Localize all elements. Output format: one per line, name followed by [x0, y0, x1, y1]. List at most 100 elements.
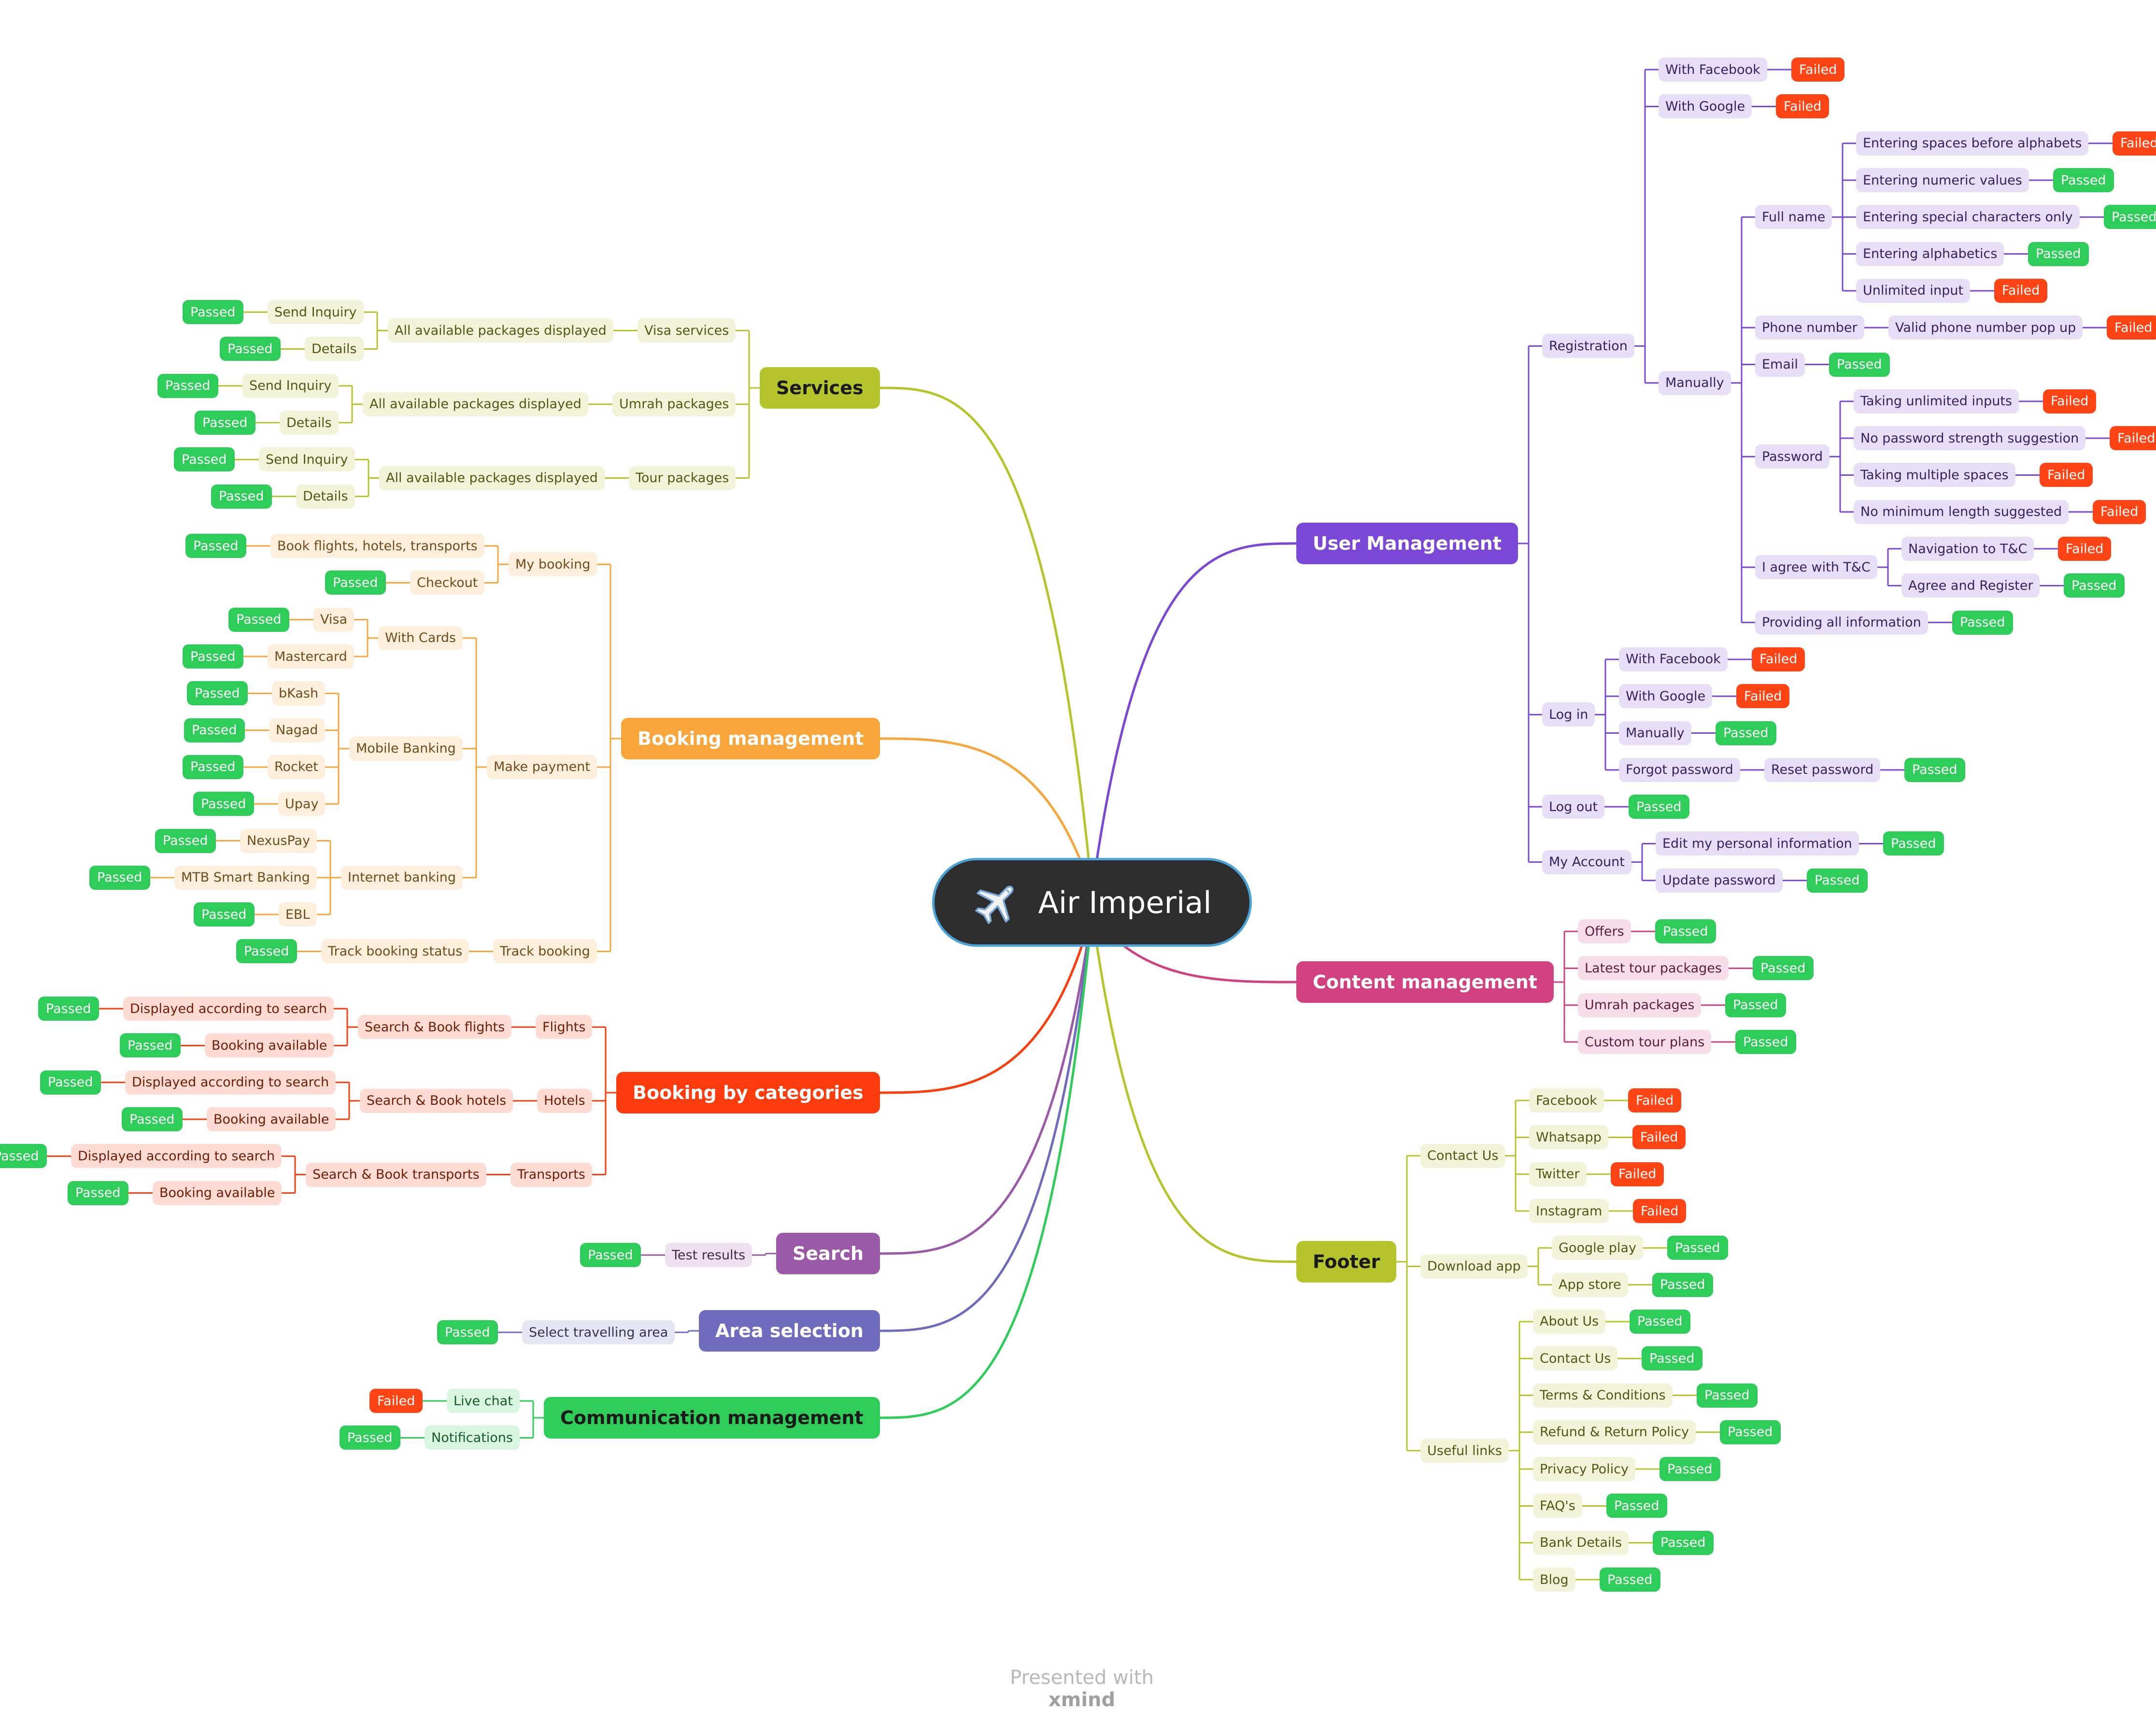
- topic-whatsapp[interactable]: Whatsapp: [1529, 1125, 1608, 1150]
- topic-my-booking[interactable]: My booking: [509, 552, 597, 577]
- topic-visa[interactable]: Visa: [313, 607, 354, 632]
- topic-ebl[interactable]: EBL: [279, 902, 317, 927]
- topic-providing-all-information[interactable]: Providing all information: [1755, 610, 1928, 635]
- topic-no-password-strength-suggestion[interactable]: No password strength suggestion: [1854, 426, 2086, 451]
- topic-mobile-banking[interactable]: Mobile Banking: [349, 736, 463, 761]
- topic-displayed-according-to-search[interactable]: Displayed according to search: [123, 997, 334, 1021]
- topic-booking-available[interactable]: Booking available: [207, 1107, 336, 1132]
- topic-details[interactable]: Details: [296, 484, 355, 509]
- topic-nagad[interactable]: Nagad: [269, 718, 325, 742]
- topic-useful-links[interactable]: Useful links: [1420, 1439, 1509, 1463]
- topic-track-booking-status[interactable]: Track booking status: [321, 939, 469, 964]
- topic-live-chat[interactable]: Live chat: [447, 1389, 520, 1413]
- topic-search-and-book-hotels[interactable]: Search & Book hotels: [360, 1088, 513, 1113]
- topic-log-out[interactable]: Log out: [1542, 795, 1605, 819]
- topic-bank-details[interactable]: Bank Details: [1533, 1530, 1629, 1555]
- topic-manually[interactable]: Manually: [1619, 721, 1691, 745]
- topic-with-cards[interactable]: With Cards: [378, 626, 463, 650]
- topic-reset-password[interactable]: Reset password: [1764, 757, 1881, 782]
- main-topic-area-selection[interactable]: Area selection: [699, 1310, 880, 1352]
- topic-latest-tour-packages[interactable]: Latest tour packages: [1578, 956, 1729, 981]
- topic-transports[interactable]: Transports: [511, 1162, 592, 1187]
- topic-all-available-packages-displayed[interactable]: All available packages displayed: [379, 466, 605, 490]
- topic-entering-numeric-values[interactable]: Entering numeric values: [1856, 168, 2029, 193]
- topic-custom-tour-plans[interactable]: Custom tour plans: [1578, 1030, 1712, 1055]
- topic-search-and-book-transports[interactable]: Search & Book transports: [306, 1162, 486, 1187]
- topic-send-inquiry[interactable]: Send Inquiry: [242, 373, 339, 398]
- main-topic-search[interactable]: Search: [776, 1233, 880, 1274]
- topic-contact-us[interactable]: Contact Us: [1420, 1143, 1505, 1168]
- topic-refund-and-return-policy[interactable]: Refund & Return Policy: [1533, 1420, 1696, 1444]
- main-topic-communication-management[interactable]: Communication management: [544, 1397, 880, 1439]
- topic-i-agree-with-tandc[interactable]: I agree with T&C: [1755, 555, 1877, 580]
- topic-send-inquiry[interactable]: Send Inquiry: [259, 447, 355, 472]
- topic-send-inquiry[interactable]: Send Inquiry: [268, 300, 364, 325]
- topic-test-results[interactable]: Test results: [665, 1243, 752, 1268]
- topic-book-flights-hotels-transports[interactable]: Book flights, hotels, transports: [270, 534, 484, 558]
- topic-log-in[interactable]: Log in: [1542, 702, 1595, 727]
- topic-unlimited-input[interactable]: Unlimited input: [1856, 278, 1971, 303]
- topic-email[interactable]: Email: [1755, 352, 1805, 377]
- topic-taking-unlimited-inputs[interactable]: Taking unlimited inputs: [1854, 389, 2019, 413]
- topic-umrah-packages[interactable]: Umrah packages: [1578, 993, 1702, 1017]
- topic-all-available-packages-displayed[interactable]: All available packages displayed: [388, 318, 613, 343]
- topic-blog[interactable]: Blog: [1533, 1568, 1575, 1592]
- topic-terms-and-conditions[interactable]: Terms & Conditions: [1533, 1383, 1673, 1408]
- topic-hotels[interactable]: Hotels: [537, 1088, 592, 1113]
- topic-facebook[interactable]: Facebook: [1529, 1088, 1604, 1113]
- topic-upay[interactable]: Upay: [278, 792, 326, 816]
- topic-flights[interactable]: Flights: [536, 1015, 593, 1040]
- topic-password[interactable]: Password: [1755, 444, 1830, 469]
- topic-app-store[interactable]: App store: [1552, 1272, 1628, 1297]
- topic-update-password[interactable]: Update password: [1656, 868, 1783, 893]
- topic-notifications[interactable]: Notifications: [425, 1426, 520, 1450]
- topic-checkout[interactable]: Checkout: [410, 570, 485, 595]
- topic-with-google[interactable]: With Google: [1619, 684, 1713, 709]
- topic-displayed-according-to-search[interactable]: Displayed according to search: [71, 1144, 282, 1169]
- topic-privacy-policy[interactable]: Privacy Policy: [1533, 1457, 1636, 1482]
- topic-mtb-smart-banking[interactable]: MTB Smart Banking: [174, 865, 317, 890]
- topic-with-facebook[interactable]: With Facebook: [1659, 57, 1767, 82]
- main-topic-services[interactable]: Services: [760, 367, 880, 409]
- topic-internet-banking[interactable]: Internet banking: [341, 865, 463, 890]
- topic-taking-multiple-spaces[interactable]: Taking multiple spaces: [1854, 463, 2015, 487]
- topic-details[interactable]: Details: [305, 337, 364, 361]
- topic-search-and-book-flights[interactable]: Search & Book flights: [358, 1015, 512, 1040]
- topic-with-facebook[interactable]: With Facebook: [1619, 647, 1728, 671]
- topic-registration[interactable]: Registration: [1542, 334, 1634, 358]
- topic-mastercard[interactable]: Mastercard: [268, 644, 354, 669]
- topic-displayed-according-to-search[interactable]: Displayed according to search: [125, 1070, 336, 1095]
- topic-navigation-to-tandc[interactable]: Navigation to T&C: [1901, 537, 2034, 561]
- topic-booking-available[interactable]: Booking available: [205, 1033, 334, 1058]
- topic-select-travelling-area[interactable]: Select travelling area: [522, 1320, 675, 1345]
- central-topic[interactable]: Air Imperial: [932, 858, 1252, 947]
- topic-entering-spaces-before-alphabets[interactable]: Entering spaces before alphabets: [1856, 131, 2089, 156]
- topic-offers[interactable]: Offers: [1578, 919, 1631, 944]
- topic-my-account[interactable]: My Account: [1542, 850, 1631, 874]
- topic-all-available-packages-displayed[interactable]: All available packages displayed: [363, 392, 588, 416]
- main-topic-booking-management[interactable]: Booking management: [621, 718, 880, 759]
- topic-with-google[interactable]: With Google: [1659, 94, 1752, 119]
- topic-nexuspay[interactable]: NexusPay: [240, 828, 317, 853]
- topic-rocket[interactable]: Rocket: [268, 755, 325, 779]
- topic-make-payment[interactable]: Make payment: [487, 755, 597, 779]
- topic-entering-special-characters-only[interactable]: Entering special characters only: [1856, 205, 2080, 229]
- main-topic-content-management[interactable]: Content management: [1296, 961, 1554, 1003]
- topic-details[interactable]: Details: [280, 411, 339, 435]
- topic-faq-s[interactable]: FAQ's: [1533, 1494, 1582, 1518]
- topic-forgot-password[interactable]: Forgot password: [1619, 757, 1740, 782]
- topic-contact-us[interactable]: Contact Us: [1533, 1346, 1618, 1371]
- topic-phone-number[interactable]: Phone number: [1755, 315, 1864, 340]
- main-topic-booking-by-categories[interactable]: Booking by categories: [616, 1072, 880, 1113]
- topic-booking-available[interactable]: Booking available: [153, 1181, 282, 1205]
- topic-instagram[interactable]: Instagram: [1529, 1199, 1609, 1224]
- topic-full-name[interactable]: Full name: [1755, 205, 1832, 229]
- topic-edit-my-personal-information[interactable]: Edit my personal information: [1656, 831, 1859, 856]
- topic-entering-alphabetics[interactable]: Entering alphabetics: [1856, 242, 2004, 266]
- topic-track-booking[interactable]: Track booking: [493, 939, 597, 964]
- topic-visa-services[interactable]: Visa services: [638, 318, 736, 343]
- main-topic-footer[interactable]: Footer: [1296, 1241, 1397, 1283]
- topic-umrah-packages[interactable]: Umrah packages: [612, 392, 736, 416]
- topic-tour-packages[interactable]: Tour packages: [629, 466, 736, 490]
- topic-google-play[interactable]: Google play: [1552, 1236, 1643, 1260]
